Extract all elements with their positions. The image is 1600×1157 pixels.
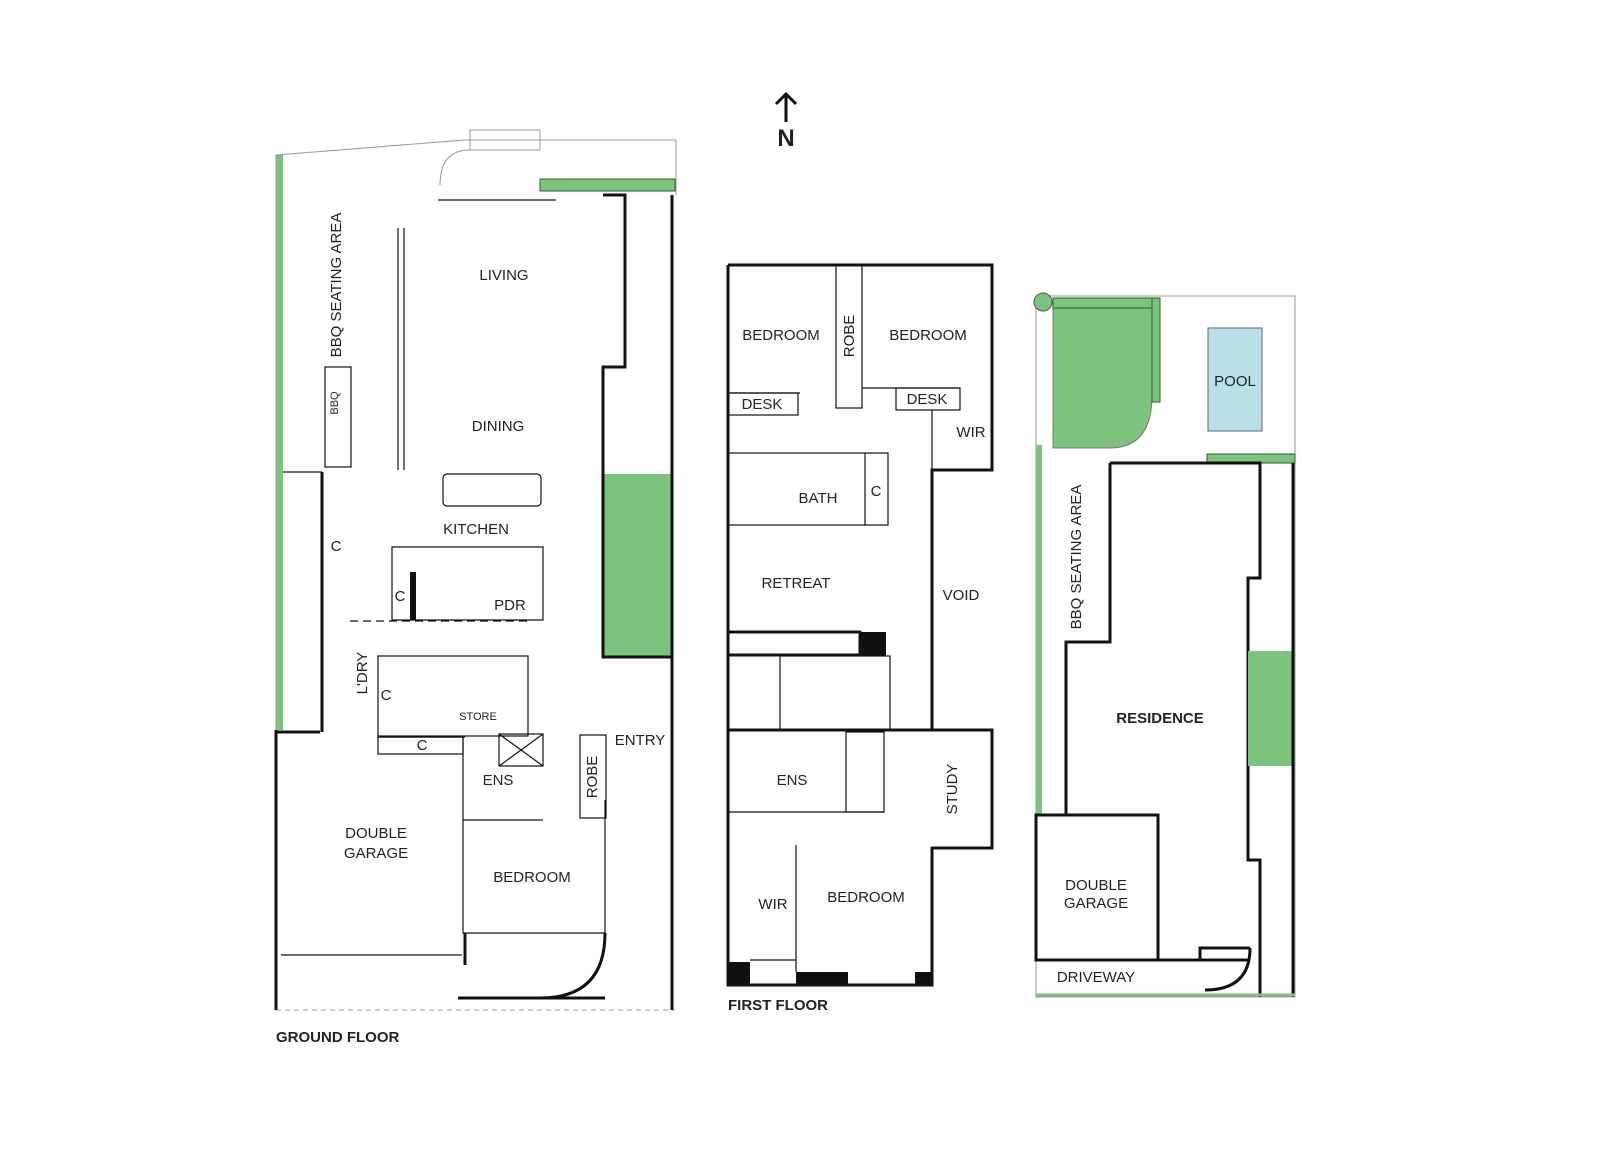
garden-bed [604, 474, 672, 657]
first-floor-plan: BEDROOM ROBE BEDROOM DESK DESK WIR BATH … [726, 263, 994, 1014]
room-label: C [381, 687, 392, 704]
ground-floor-plan: BBQ SEATING AREA BBQ LIVING DINING KITCH… [274, 129, 677, 1046]
room-label: C [417, 737, 428, 754]
room-label: ENS [777, 772, 808, 789]
room-label: BEDROOM [493, 869, 571, 886]
room-label: ENTRY [615, 732, 666, 749]
room-label: WIR [758, 896, 787, 913]
lawn-strip [276, 155, 283, 730]
floor-title: GROUND FLOOR [276, 1029, 399, 1046]
room-label: VOID [943, 587, 980, 604]
room-label: STUDY [944, 764, 961, 815]
room-label: DESK [742, 396, 783, 413]
room-label: DOUBLE [345, 825, 407, 842]
room-label: RETREAT [762, 575, 831, 592]
room-label: LIVING [479, 267, 528, 284]
kitchen-island [442, 473, 542, 507]
room-label: DOUBLE [1065, 877, 1127, 894]
room-label: ROBE [584, 756, 601, 799]
room-label: DRIVEWAY [1057, 969, 1135, 986]
room-label: C [871, 483, 882, 500]
room-label: WIR [956, 424, 985, 441]
room-label: KITCHEN [443, 521, 509, 538]
room-label: GARAGE [1064, 895, 1128, 912]
room-label: DINING [472, 418, 525, 435]
room-label: PDR [494, 597, 526, 614]
room-label: C [395, 588, 406, 605]
room-label: STORE [459, 711, 497, 723]
room-label: BBQ SEATING AREA [328, 213, 345, 358]
room-label: BEDROOM [889, 327, 967, 344]
room-label: BBQ [329, 391, 341, 415]
room-label: GARAGE [344, 845, 408, 862]
room-label: BEDROOM [742, 327, 820, 344]
room-label: ENS [483, 772, 514, 789]
room-label: L'DRY [354, 652, 371, 695]
room-label: RESIDENCE [1116, 710, 1204, 727]
pool [1207, 327, 1263, 432]
room-label: BATH [799, 490, 838, 507]
room-label: C [331, 538, 342, 555]
room-label: BEDROOM [827, 889, 905, 906]
north-label: N [777, 125, 794, 152]
floor-title: FIRST FLOOR [728, 997, 828, 1014]
hedge [539, 178, 676, 192]
room-label: POOL [1214, 373, 1256, 390]
north-arrow-icon: N [774, 91, 798, 152]
room-label: BBQ SEATING AREA [1068, 485, 1085, 630]
room-label: DESK [907, 391, 948, 408]
room-label: ROBE [841, 315, 858, 358]
site-plan: POOL BBQ SEATING AREA RESIDENCE DOUBLE G… [1033, 292, 1296, 998]
